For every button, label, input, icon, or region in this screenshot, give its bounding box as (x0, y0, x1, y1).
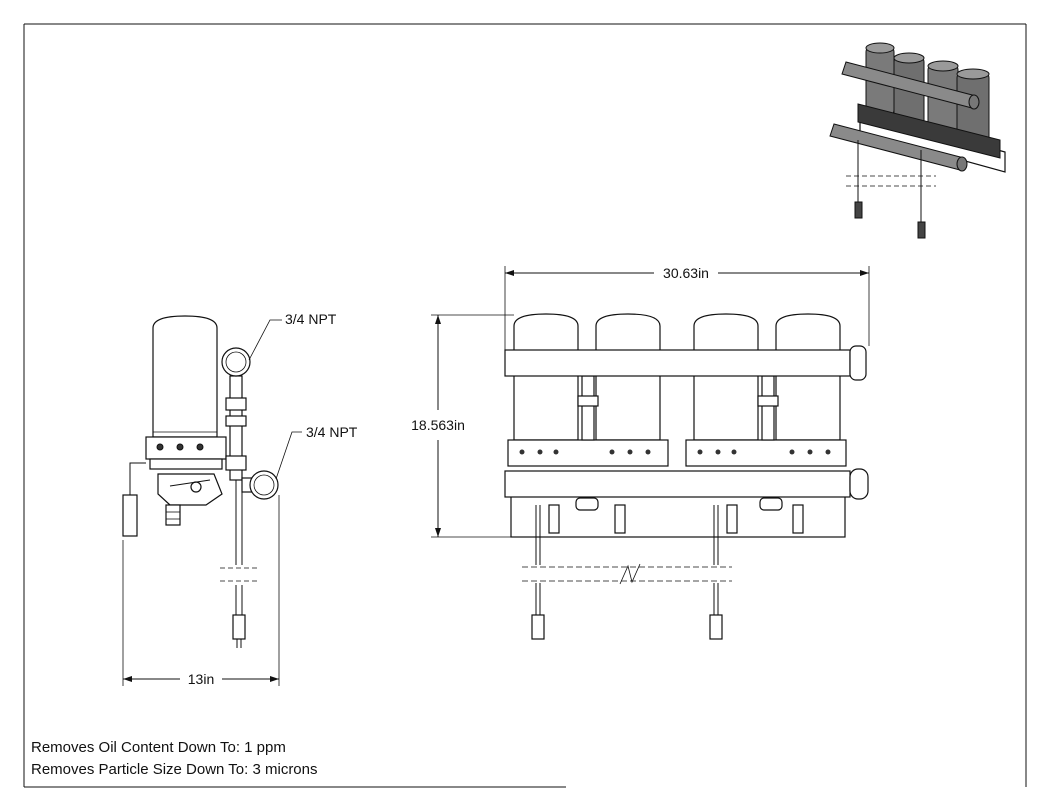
drain-valve (157, 473, 223, 506)
filter-bowl-2 (595, 313, 661, 441)
filter-bowl-3 (693, 313, 759, 441)
callout-leader-lower (275, 431, 302, 480)
dim-side-width: 13in (188, 671, 214, 687)
dim-front-width: 30.63in (663, 265, 709, 281)
callout-leader-upper (248, 319, 282, 361)
power-plug-1 (531, 614, 545, 640)
lower-manifold (504, 470, 851, 498)
filter-housing (152, 315, 218, 438)
filter-head-pair-2 (685, 439, 847, 467)
drain-bracket (122, 494, 138, 537)
side-view (122, 315, 302, 686)
isometric-view (829, 42, 1006, 239)
upper-manifold (504, 349, 851, 377)
callout-lower-port: 3/4 NPT (306, 424, 358, 440)
filter-bowl-4 (775, 313, 841, 441)
callout-upper-port: 3/4 NPT (285, 311, 337, 327)
dim-front-height: 18.563in (411, 417, 465, 433)
spec-note-particle: Removes Particle Size Down To: 3 microns (31, 761, 318, 778)
drain-valves (548, 497, 804, 534)
power-plug (232, 614, 246, 640)
power-plug-2 (709, 614, 723, 640)
filter-bowl-1 (513, 313, 579, 441)
filter-head-pair-1 (507, 439, 669, 467)
spec-note-oil: Removes Oil Content Down To: 1 ppm (31, 739, 286, 756)
front-view (431, 266, 870, 640)
drawing-frame (23, 23, 1027, 788)
